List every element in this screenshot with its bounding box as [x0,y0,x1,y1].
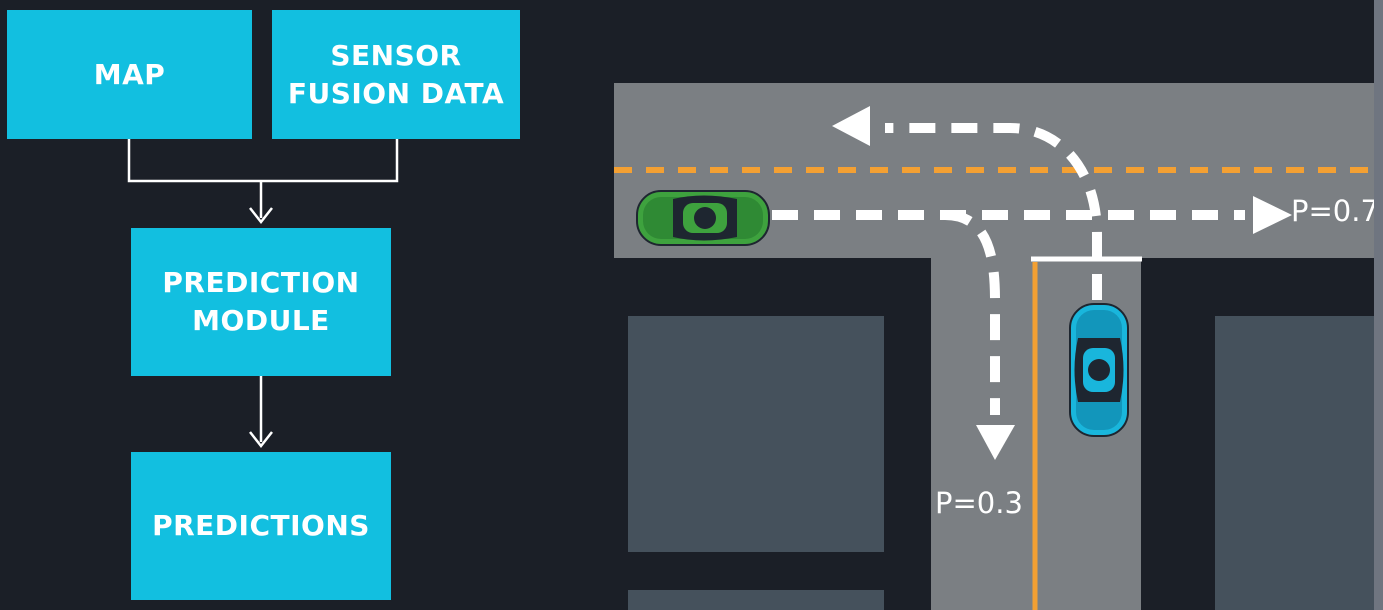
probability-straight-label: P=0.7 [1291,194,1379,228]
sensor-label-line2: FUSION DATA [287,76,505,110]
prediction-module-box: PREDICTION MODULE [131,228,391,376]
map-box: MAP [7,10,252,139]
city-block-left [628,316,884,552]
trajectory-right-turn [944,210,1000,415]
flow-connectors [127,139,399,442]
module-label-line1: PREDICTION [162,266,360,299]
trajectories [772,123,1245,415]
blue-car-icon [1069,303,1129,437]
sensor-label-line1: SENSOR [330,38,462,72]
green-car-icon [636,190,770,246]
probability-turn-label: P=0.3 [935,486,1023,520]
sensor-fusion-box: SENSOR FUSION DATA [272,10,520,139]
right-edge-bar [1374,0,1383,610]
predictions-box: PREDICTIONS [131,452,391,600]
map-label: MAP [93,57,166,91]
arrowhead-to-predictions [249,431,273,449]
module-label-line2: MODULE [192,304,330,337]
arrowhead-left-turn [832,106,870,146]
arrowhead-right-turn [976,425,1015,460]
city-block-right [1215,316,1374,610]
arrowhead-to-module [249,207,273,225]
arrowhead-straight [1253,196,1292,234]
trajectory-left-turn [885,123,1102,300]
merge-connector [127,139,399,183]
predictions-label: PREDICTIONS [152,509,370,542]
city-block-left-bottom [628,590,884,610]
